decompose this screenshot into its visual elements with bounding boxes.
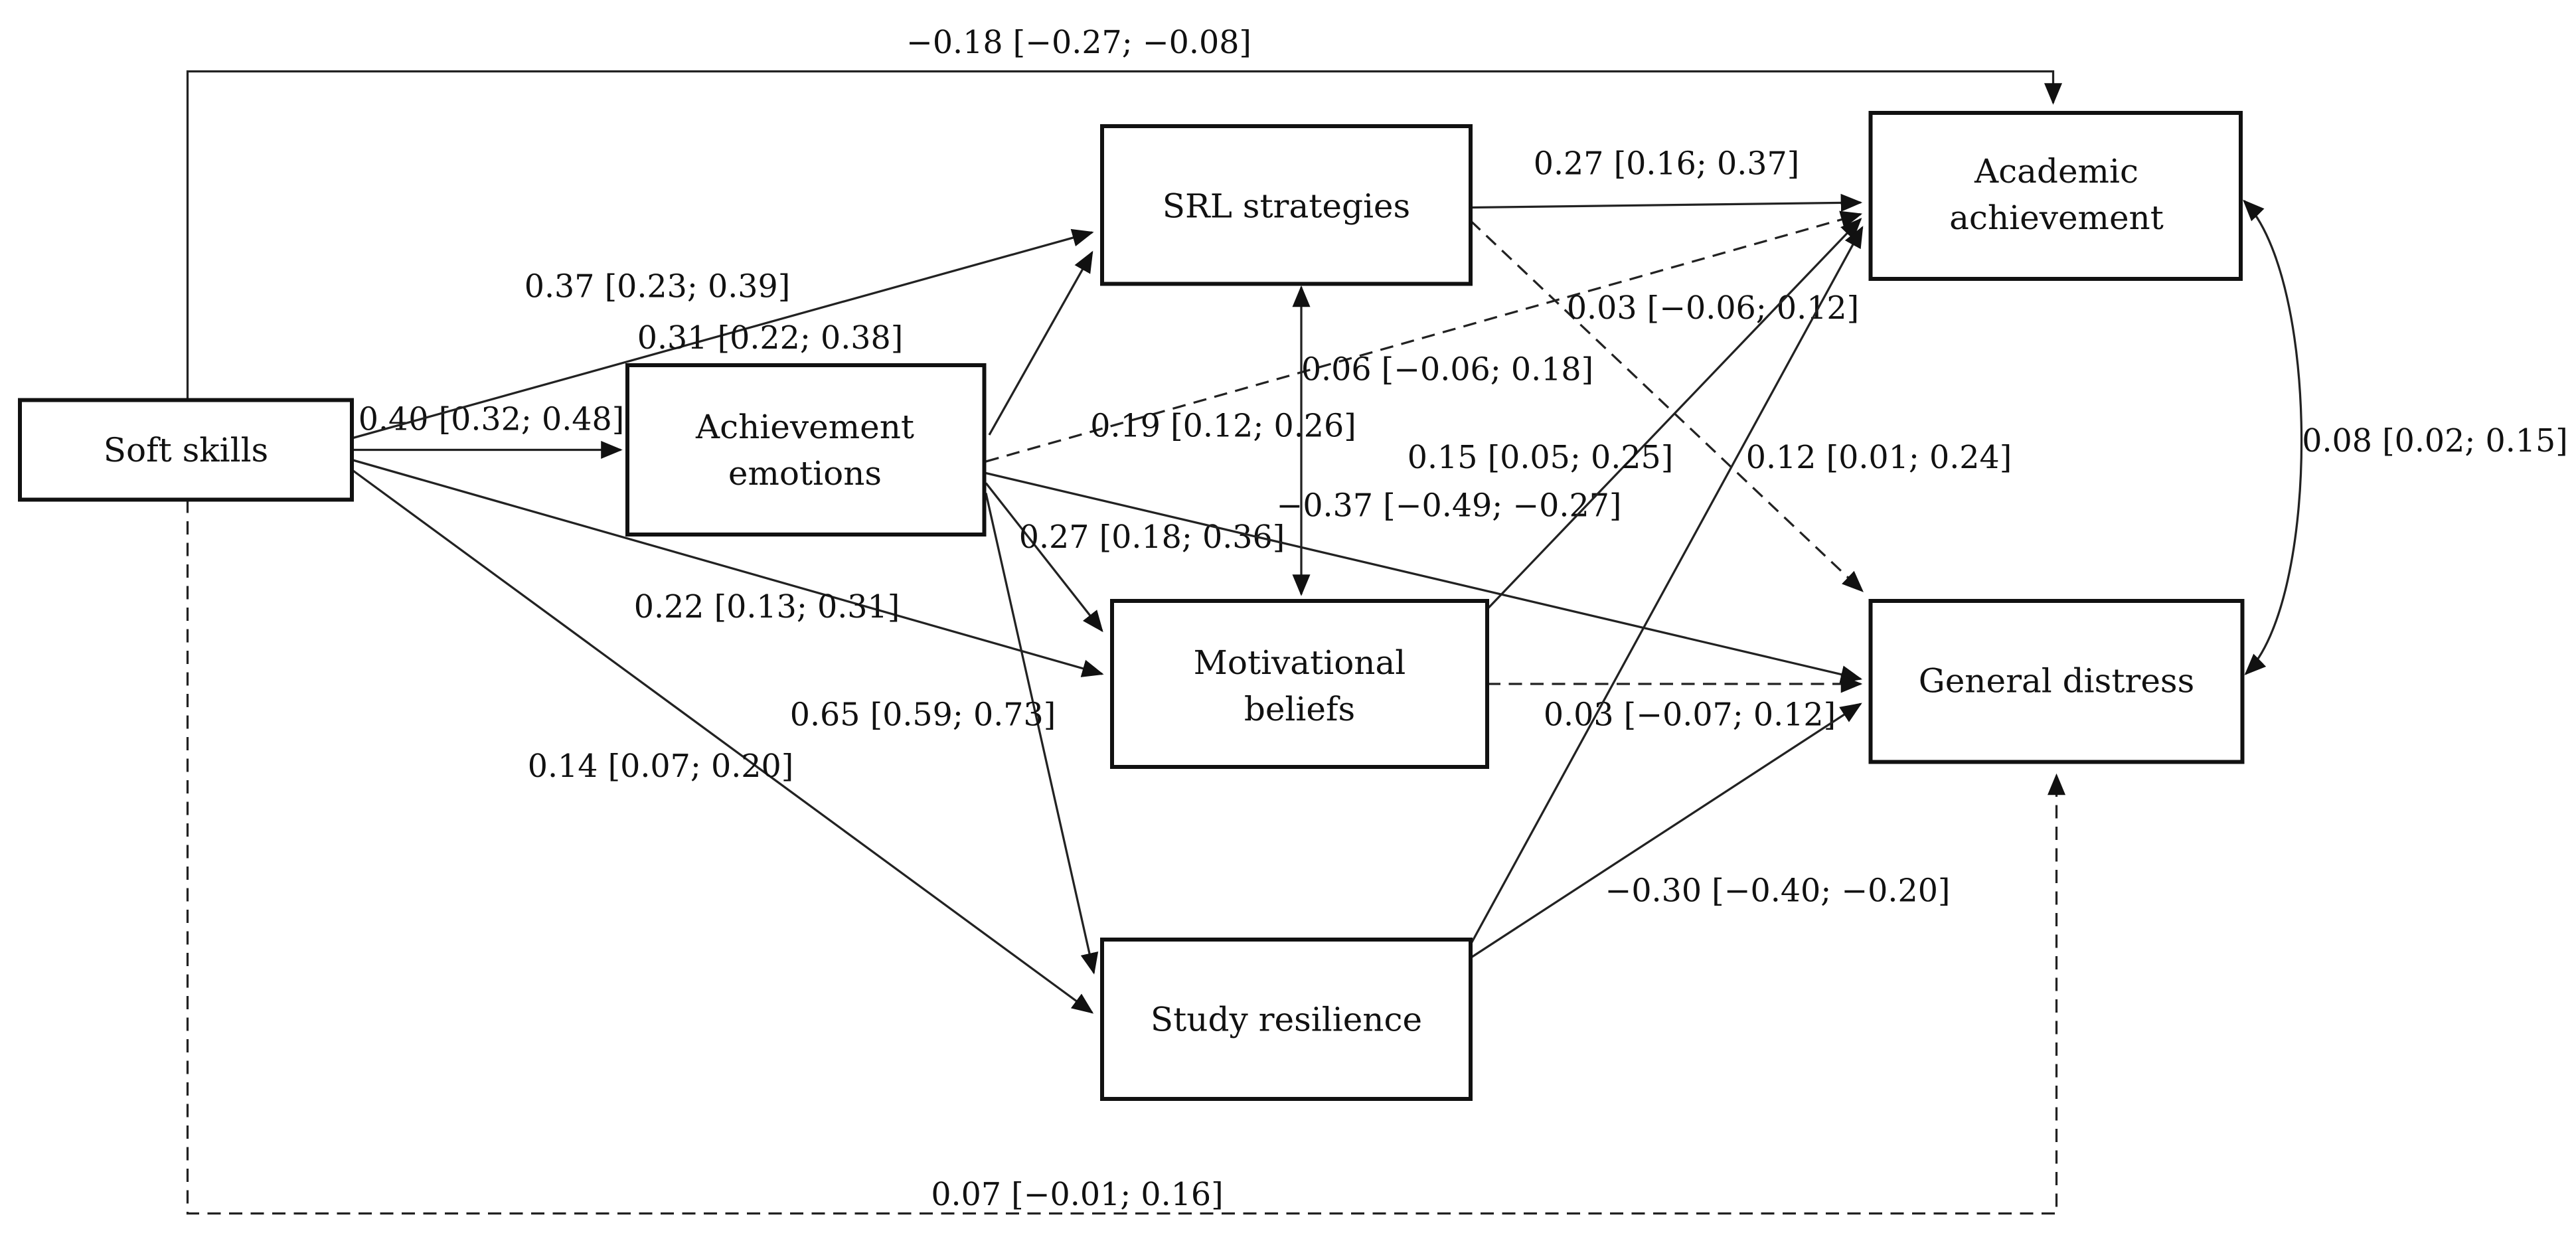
edge-label-soft-to-distress: 0.07 [−0.01; 0.16] [931, 1177, 1223, 1213]
edge-label-srl-to-academic: 0.27 [0.16; 0.37] [1534, 146, 1800, 183]
edge-soft-skills-to-srl-strategies [351, 228, 1094, 440]
edge-label-motivational-to-distress: 0.03 [−0.07; 0.12] [1544, 697, 1836, 734]
edge-achievement-emotions-to-study-resilience [985, 493, 1099, 975]
edge-label-srl-to-distress: 0.03 [−0.06; 0.12] [1567, 290, 1859, 327]
node-label-motivational-beliefs-line1: Motivational [1194, 643, 1406, 682]
node-general-distress: General distress [1868, 599, 2245, 764]
node-label-motivational-beliefs-line2: beliefs [1244, 690, 1355, 728]
node-label-general-distress: General distress [1919, 662, 2194, 701]
edge-soft-skills-to-study-resilience [351, 469, 1094, 1014]
edge-soft-skills-to-academic-achievement [186, 70, 2063, 400]
node-label-achievement-emotions-line1: Achievement [695, 408, 914, 446]
edge-label-resilience-to-distress: −0.30 [−0.40; −0.20] [1605, 873, 1951, 910]
edge-achievement-emotions-to-srl-strategies [988, 250, 1093, 436]
node-box-general-distress [1868, 599, 2245, 764]
edge-label-soft-to-academic: −0.18 [−0.27; −0.08] [906, 25, 1251, 61]
edge-academic-achievement-general-distress-covariance [2243, 199, 2303, 675]
node-label-academic-achievement-line2: achievement [1949, 199, 2164, 237]
edge-label-emotions-to-srl: 0.31 [0.22; 0.38] [637, 320, 904, 357]
edge-achievement-emotions-to-general-distress [985, 471, 1863, 683]
node-label-soft-skills: Soft skills [104, 431, 268, 469]
edge-achievement-emotions-to-motivational-beliefs [985, 482, 1103, 633]
edge-label-soft-to-motivational: 0.22 [0.13; 0.31] [634, 589, 900, 625]
node-srl-strategies: SRL strategies [1100, 124, 1473, 286]
node-study-resilience: Study resilience [1100, 938, 1473, 1101]
edge-motivational-beliefs-to-academic-achievement [1486, 218, 1862, 610]
node-label-srl-strategies: SRL strategies [1163, 187, 1410, 226]
edge-study-resilience-to-academic-achievement [1469, 226, 1864, 946]
node-label-academic-achievement-line1: Academic [1974, 152, 2138, 191]
edge-label-emotions-to-distress: −0.37 [−0.49; −0.27] [1277, 488, 1622, 525]
node-box-srl-strategies [1100, 124, 1473, 286]
edge-label-srl-motivational-covariance: 0.19 [0.12; 0.26] [1090, 408, 1356, 445]
edge-label-soft-to-srl: 0.37 [0.23; 0.39] [524, 269, 791, 305]
edge-label-emotions-to-motivational: 0.27 [0.18; 0.36] [1019, 519, 1285, 556]
edge-srl-strategies-to-academic-achievement [1470, 193, 1863, 212]
node-box-motivational-beliefs [1110, 599, 1489, 769]
node-box-achievement-emotions [625, 363, 987, 537]
edge-soft-skills-to-general-distress [186, 499, 2066, 1215]
node-soft-skills: Soft skills [18, 398, 354, 502]
edge-achievement-emotions-to-academic-achievement [985, 210, 1863, 463]
node-achievement-emotions: Achievement emotions [625, 363, 987, 537]
node-box-soft-skills [18, 398, 354, 502]
node-box-academic-achievement [1868, 111, 2243, 281]
edge-label-motivational-to-academic: 0.15 [0.05; 0.25] [1408, 440, 1674, 476]
edge-label-academic-distress-covariance: 0.08 [0.02; 0.15] [2302, 423, 2568, 459]
edge-label-soft-to-emotions: 0.40 [0.32; 0.48] [359, 402, 625, 438]
edge-label-emotions-to-academic: 0.06 [−0.06; 0.18] [1301, 352, 1593, 388]
edge-label-soft-to-resilience: 0.14 [0.07; 0.20] [528, 748, 794, 785]
node-academic-achievement: Academic achievement [1868, 111, 2243, 281]
edge-label-resilience-to-academic: 0.12 [0.01; 0.24] [1746, 440, 2012, 476]
edge-study-resilience-to-general-distress [1470, 703, 1862, 959]
node-label-study-resilience: Study resilience [1151, 1001, 1422, 1039]
edge-srl-strategies-to-general-distress [1469, 220, 1864, 592]
edge-label-emotions-to-resilience: 0.65 [0.59; 0.73] [790, 697, 1056, 734]
edge-soft-skills-to-motivational-beliefs [351, 458, 1104, 677]
node-motivational-beliefs: Motivational beliefs [1110, 599, 1489, 769]
node-label-achievement-emotions-line2: emotions [728, 454, 882, 493]
node-box-study-resilience [1100, 938, 1473, 1101]
